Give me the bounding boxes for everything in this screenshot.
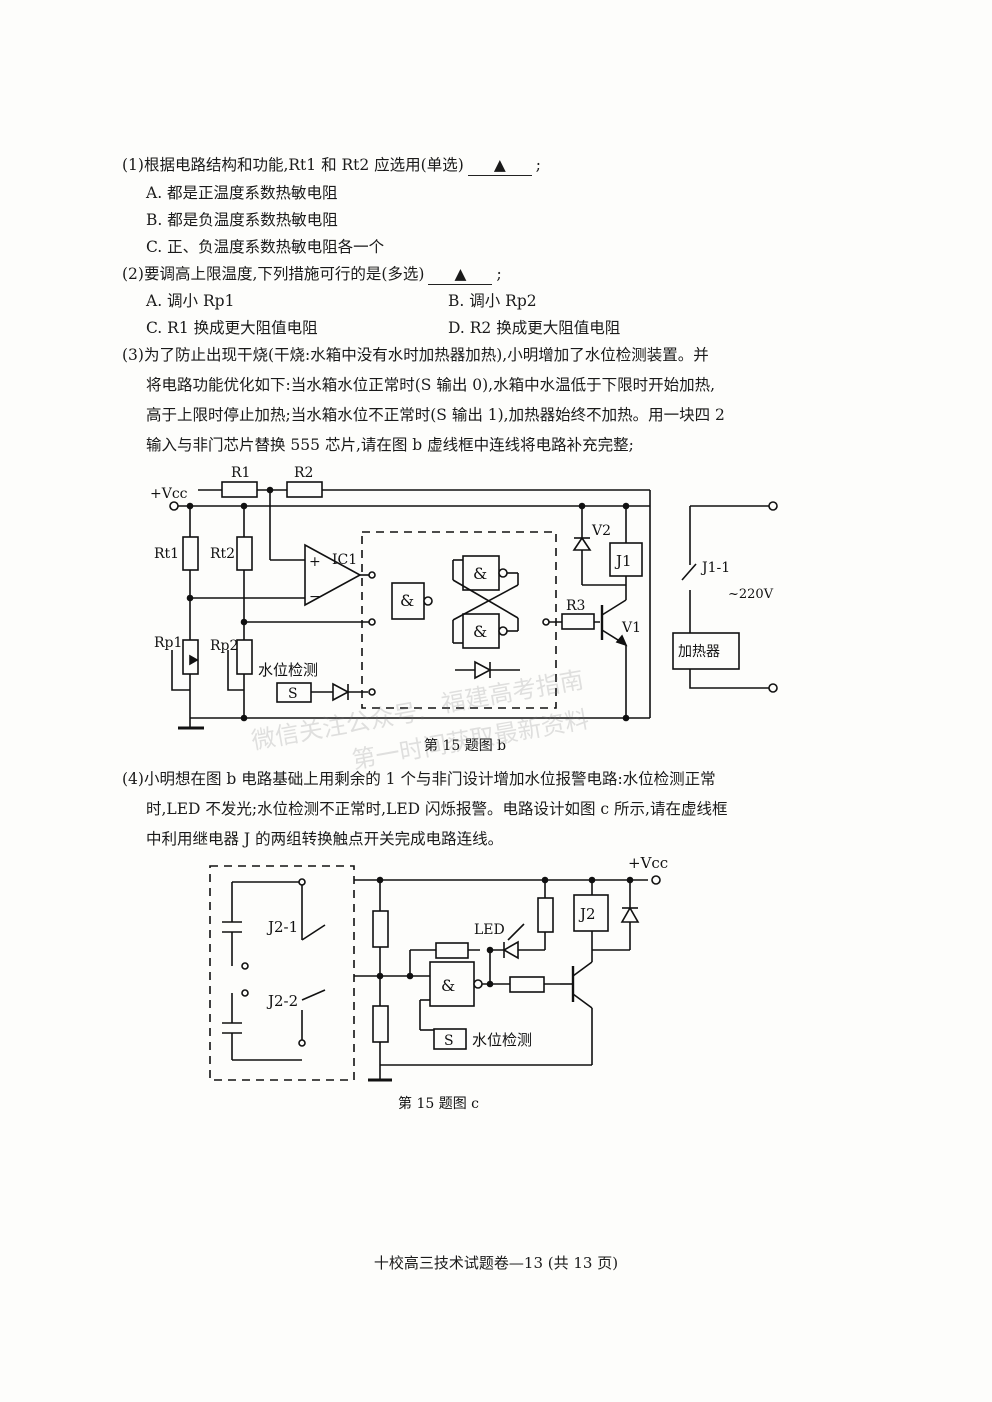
fig-b-heater-label: 加热器 xyxy=(678,644,720,660)
fig-b-nand1-symbol: & xyxy=(400,591,414,610)
q2-answer-blank[interactable]: ▲ xyxy=(428,264,493,285)
q4-paragraph: (4)小明想在图 b 电路基础上用剩余的 1 个与非门设计增加水位报警电路:水位… xyxy=(122,764,812,854)
q1-stem: (1)根据电路结构和功能,Rt1 和 Rt2 应选用(单选) ▲; xyxy=(122,155,541,176)
fig-b-nand2-symbol: & xyxy=(473,564,487,583)
fig-c-j2-label: J2 xyxy=(578,905,596,923)
fig-b-v2-label: V2 xyxy=(591,523,611,539)
fig-b-rp2-label: Rp2 xyxy=(210,638,238,654)
q1-option-a: A. 都是正温度系数热敏电阻 xyxy=(146,184,338,202)
page-footer: 十校高三技术试题卷—13 (共 13 页) xyxy=(373,1254,619,1272)
q1-option-c: C. 正、负温度系数热敏电阻各一个 xyxy=(146,238,385,256)
fig-c-j21-label: J2-1 xyxy=(266,918,298,936)
fig-c-water-label: 水位检测 xyxy=(472,1031,532,1049)
fig-b-j11-label: J1-1 xyxy=(700,560,730,576)
q1-end: ; xyxy=(535,156,542,174)
q2-option-b: B. 调小 Rp2 xyxy=(448,292,537,310)
fig-c-caption: 第 15 题图 c xyxy=(398,1095,479,1112)
q1-answer-blank[interactable]: ▲ xyxy=(467,155,532,176)
q4-line: 时,LED 不发光;水位检测不正常时,LED 闪烁报警。电路设计如图 c 所示,… xyxy=(146,800,728,818)
fig-b-vcc-label: +Vcc xyxy=(150,486,188,502)
q3-paragraph: (3)为了防止出现干烧(干烧:水箱中没有水时加热器加热),小明增加了水位检测装置… xyxy=(122,340,812,460)
fig-b-r3-label: R3 xyxy=(566,598,585,614)
fig-b-r2-label: R2 xyxy=(294,465,313,481)
fig-b-s-label: S xyxy=(288,686,298,702)
q2-stem-text: (2)要调高上限温度,下列措施可行的是(多选) xyxy=(122,265,425,283)
q3-line: 输入与非门芯片替换 555 芯片,请在图 b 虚线框中连线将电路补充完整; xyxy=(146,436,634,454)
fig-b-ic1-label: IC1 xyxy=(332,552,357,568)
fig-b-plus-label: + xyxy=(309,554,321,570)
q3-line: 高于上限时停止加热;当水箱水位不正常时(S 输出 1),加热器始终不加热。用一块… xyxy=(146,406,725,424)
fig-b-rt2-label: Rt2 xyxy=(210,546,235,562)
fig-c-j22-label: J2-2 xyxy=(266,992,298,1010)
fig-b-rp1-label: Rp1 xyxy=(154,635,182,651)
q4-line: 中利用继电器 J 的两组转换触点开关完成电路连线。 xyxy=(146,830,504,848)
fig-b-ac-label: ~220V xyxy=(728,587,774,602)
q2-option-d: D. R2 换成更大阻值电阻 xyxy=(448,319,621,337)
q2-stem: (2)要调高上限温度,下列措施可行的是(多选) ▲; xyxy=(122,264,502,285)
fig-c-s-label: S xyxy=(444,1033,454,1049)
q1-stem-text: (1)根据电路结构和功能,Rt1 和 Rt2 应选用(单选) xyxy=(122,156,464,174)
fig-b-nand3-symbol: & xyxy=(473,622,487,641)
q2-blank-mark: ▲ xyxy=(454,265,467,283)
q3-line: 将电路功能优化如下:当水箱水位正常时(S 输出 0),水箱中水温低于下限时开始加… xyxy=(146,376,716,394)
q2-end: ; xyxy=(496,265,502,283)
fig-b-water-label: 水位检测 xyxy=(258,661,318,679)
fig-b-v1-label: V1 xyxy=(621,620,641,636)
q4-line: (4)小明想在图 b 电路基础上用剩余的 1 个与非门设计增加水位报警电路:水位… xyxy=(122,770,716,788)
q2-option-a: A. 调小 Rp1 xyxy=(146,292,235,310)
q1-option-b: B. 都是负温度系数热敏电阻 xyxy=(146,211,338,229)
q2-option-c: C. R1 换成更大阻值电阻 xyxy=(146,319,318,337)
q1-blank-mark: ▲ xyxy=(493,156,506,174)
fig-c-vcc-label: +Vcc xyxy=(628,854,668,872)
fig-b-j1-label: J1 xyxy=(614,552,632,570)
fig-b-r1-label: R1 xyxy=(231,465,250,481)
fig-c-led-label: LED xyxy=(474,922,505,938)
q3-line: (3)为了防止出现干烧(干烧:水箱中没有水时加热器加热),小明增加了水位检测装置… xyxy=(122,346,709,364)
figure-c-circuit xyxy=(209,865,661,1082)
fig-b-minus-label: − xyxy=(309,589,321,605)
fig-b-rt1-label: Rt1 xyxy=(154,546,179,562)
fig-c-nand-symbol: & xyxy=(441,976,455,995)
